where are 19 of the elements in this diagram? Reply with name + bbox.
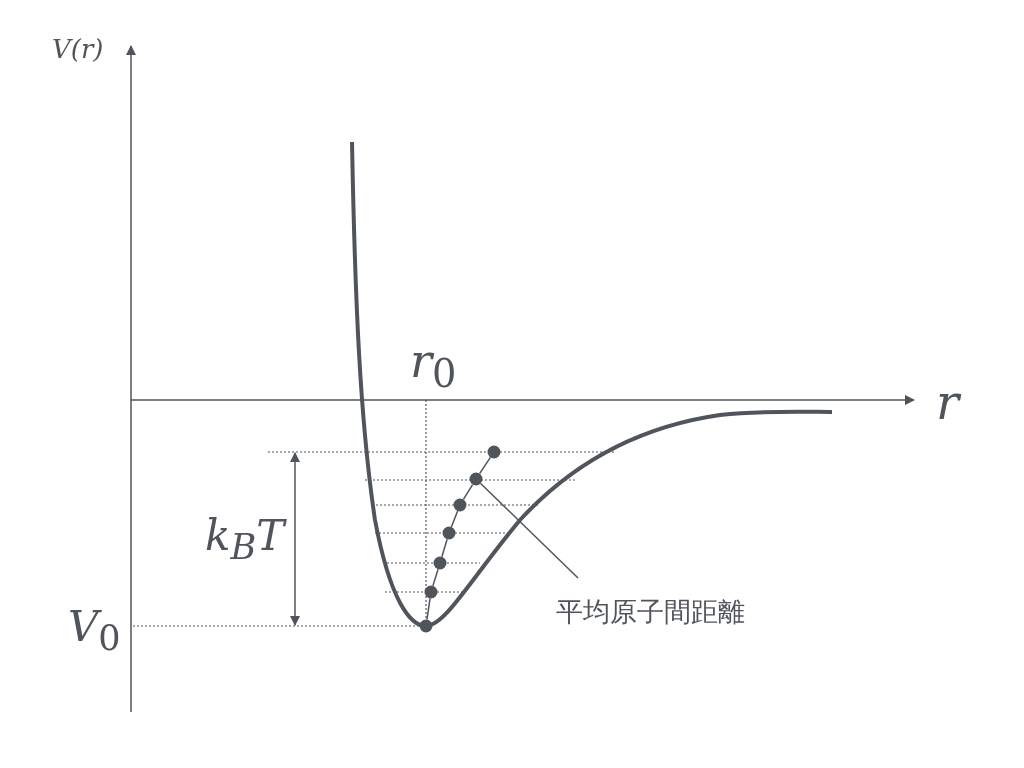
data-point (424, 585, 438, 599)
data-point (487, 445, 501, 459)
axis-label: V(r) (52, 36, 104, 62)
connecting-line (478, 456, 492, 475)
connecting-line (450, 510, 459, 528)
axis-label: r$_{0}$ (410, 338, 457, 394)
annotation-text: 平均原子間距離 (556, 598, 745, 625)
data-point (453, 498, 467, 512)
connecting-line (441, 538, 448, 558)
data-point (433, 556, 447, 570)
data-point (419, 619, 433, 633)
leader-line (479, 482, 579, 579)
data-point (469, 472, 483, 486)
energy-label: k$_{B}$T (205, 515, 285, 566)
connecting-line (462, 483, 474, 501)
connecting-line (426, 597, 431, 621)
data-point (442, 526, 456, 540)
connecting-line (432, 568, 439, 587)
energy-label: V$_{0}$ (68, 606, 121, 657)
